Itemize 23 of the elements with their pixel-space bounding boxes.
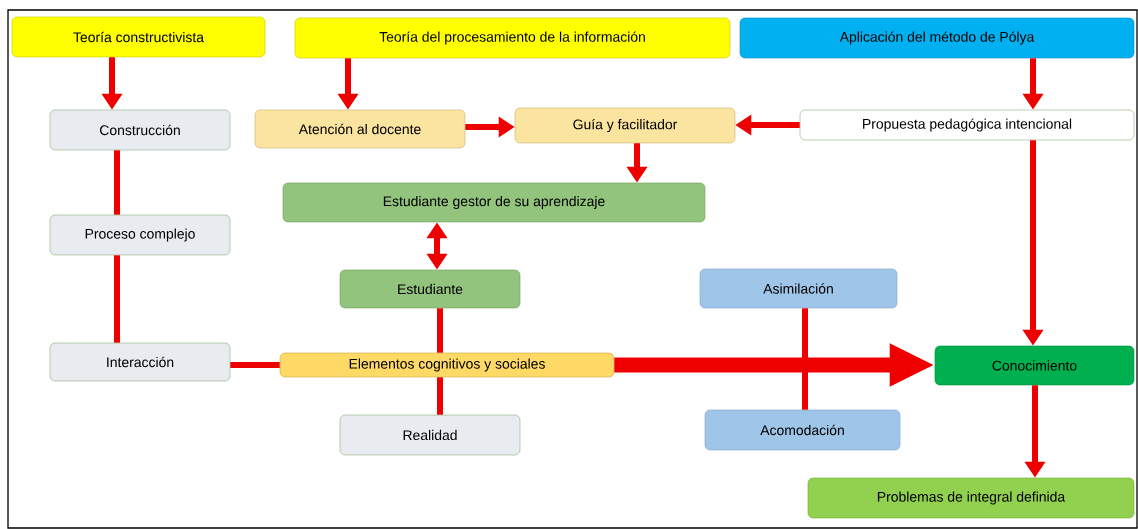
connector-line bbox=[230, 362, 280, 368]
process-box: Guía y facilitador bbox=[514, 107, 736, 144]
process-box: Atención al docente bbox=[254, 109, 466, 149]
process-box: Estudiante gestor de su aprendizaje bbox=[282, 182, 706, 223]
process-box: Acomodación bbox=[704, 409, 901, 451]
process-box: Teoría del procesamiento de la información bbox=[294, 17, 731, 59]
process-box: Estudiante bbox=[339, 269, 521, 309]
process-box: Conocimiento bbox=[934, 345, 1135, 386]
connector-line bbox=[114, 150, 120, 215]
process-box: Realidad bbox=[339, 414, 521, 456]
process-box: Proceso complejo bbox=[49, 214, 231, 256]
process-box: Construcción bbox=[49, 109, 231, 151]
process-box: Elementos cognitivos y sociales bbox=[279, 352, 615, 378]
process-box: Interacción bbox=[49, 342, 231, 382]
process-box: Asimilación bbox=[699, 268, 898, 309]
connector-line bbox=[437, 377, 443, 415]
connector-line bbox=[114, 255, 120, 343]
process-box: Aplicación del método de Pólya bbox=[739, 17, 1135, 59]
connector-line bbox=[802, 308, 808, 410]
process-box: Propuesta pedagógica intencional bbox=[799, 109, 1135, 141]
connector-line bbox=[437, 308, 443, 353]
process-box: Teoría constructivista bbox=[11, 16, 266, 58]
process-box: Problemas de integral definida bbox=[807, 477, 1135, 519]
